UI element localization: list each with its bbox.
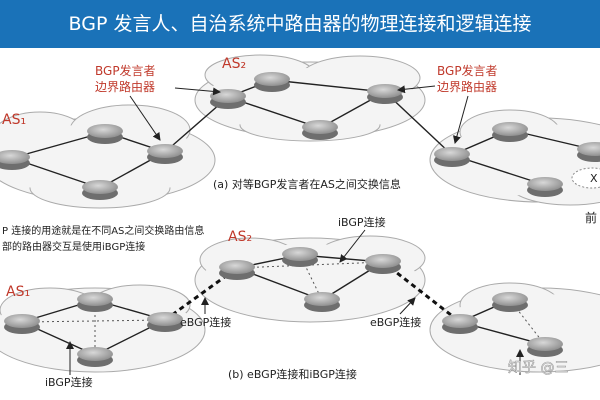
router-a-as3-border [434, 147, 470, 167]
router-a-as3-bottom [527, 177, 563, 197]
router-a-as1-left [0, 150, 30, 170]
router-b-as1-bottom [77, 347, 113, 367]
router-a-as1-top [87, 124, 123, 144]
cloud-x [571, 167, 600, 189]
ebgp-label-right: eBGP连接 [370, 316, 421, 329]
front-label: 前 [585, 210, 597, 225]
router-a-as1-bottom [82, 180, 118, 200]
callout-arrows-b [66, 229, 524, 375]
note-line-2: 部的路由器交互是使用iBGP连接 [2, 240, 145, 253]
router-b-as1-left [4, 314, 40, 334]
router-a-as2-bottom [302, 120, 338, 140]
as2-label-a: AS₂ [222, 56, 246, 72]
watermark: 知乎 @三 [508, 359, 568, 376]
router-a-as3-right [577, 142, 600, 162]
speaker-right-line2: 边界路由器 [437, 79, 497, 94]
ibgp-label-top: iBGP连接 [338, 216, 386, 229]
ebgp-label-left: eBGP连接 [180, 316, 231, 329]
router-a-as3-top [492, 122, 528, 142]
router-b-as3-border [442, 314, 478, 334]
router-b-as2-right [365, 254, 401, 274]
router-b-as1-border [147, 312, 183, 332]
note-line-1: P 连接的用途就是在不同AS之间交换路由信息 [2, 224, 204, 237]
caption-b: (b) eBGP连接和iBGP连接 [228, 368, 357, 381]
router-a-as2-top [254, 72, 290, 92]
speaker-right-line1: BGP发言者 [437, 63, 498, 78]
speaker-left-line1: BGP发言者 [95, 63, 156, 78]
page-title: BGP 发言人、自治系统中路由器的物理连接和逻辑连接 [68, 13, 532, 35]
router-a-as2-right [367, 84, 403, 104]
caption-a: (a) 对等BGP发言者在AS之间交换信息 [213, 177, 401, 191]
router-b-as3-bottom [527, 337, 563, 357]
router-b-as2-bottom [304, 292, 340, 312]
title-bar: BGP 发言人、自治系统中路由器的物理连接和逻辑连接 [0, 0, 600, 48]
as1-label-a: AS₁ [2, 112, 26, 128]
speaker-left-line2: 边界路由器 [95, 79, 155, 94]
router-b-as2-left [219, 260, 255, 280]
as1-label-b: AS₁ [6, 284, 30, 300]
ibgp-label-bottom: iBGP连接 [45, 376, 93, 389]
router-b-as1-top [77, 292, 113, 312]
router-a-as1-border [147, 144, 183, 164]
callout-arrows-a [129, 85, 469, 144]
router-b-as2-top [282, 247, 318, 267]
as2-label-b: AS₂ [228, 229, 252, 245]
cloud-as1-b [0, 284, 206, 373]
x-label: X [590, 172, 598, 185]
router-b-as3-top [492, 292, 528, 312]
